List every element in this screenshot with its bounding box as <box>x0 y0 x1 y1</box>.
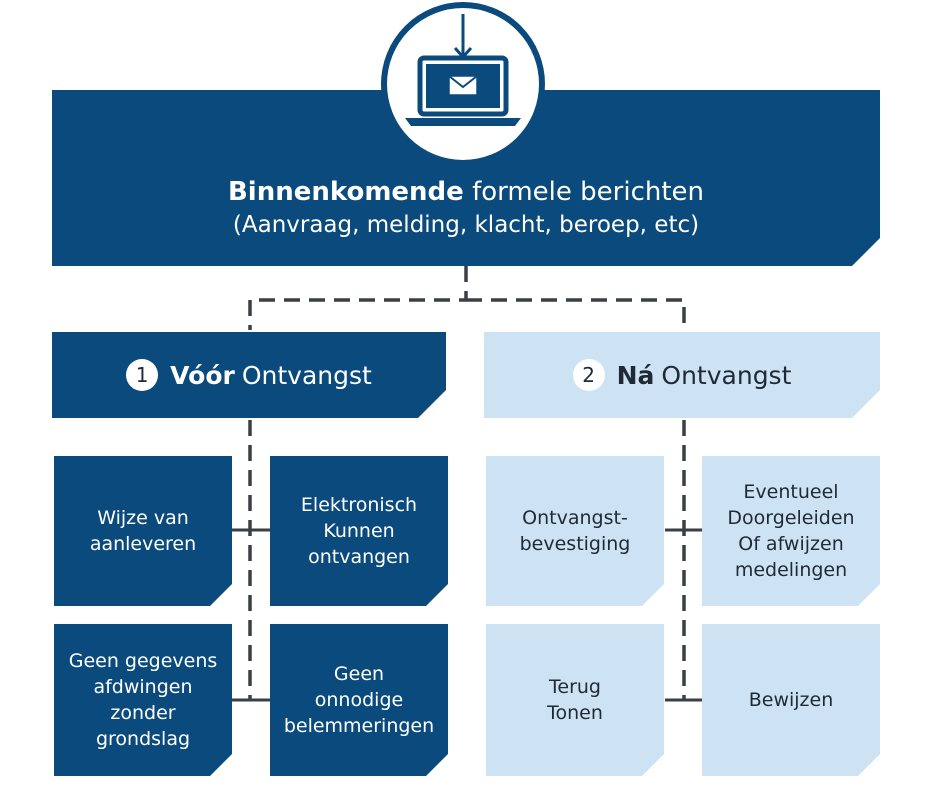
item-wijze-van-aanleveren: Wijze van aanleveren <box>54 456 232 606</box>
section-number: 1 <box>126 359 158 391</box>
item-ontvangstbevestiging: Ontvangst- bevestiging <box>486 456 664 606</box>
item-bewijzen: Bewijzen <box>702 624 880 776</box>
section-after-receipt: 2 Ná Ontvangst <box>484 332 880 418</box>
section-label: Ontvangst <box>661 360 792 390</box>
item-elektronisch-ontvangen: Elektronisch Kunnen ontvangen <box>270 456 448 606</box>
item-geen-onnodige-belemmeringen: Geen onnodige belemmeringen <box>270 624 448 776</box>
item-terug-tonen: Terug Tonen <box>486 624 664 776</box>
section-number: 2 <box>573 359 605 391</box>
section-before-receipt: 1 Vóór Ontvangst <box>52 332 446 418</box>
section-label: Ontvangst <box>241 360 372 390</box>
banner-title-bold: Binnenkomende <box>227 177 464 207</box>
item-doorgeleiden-afwijzen: Eventueel Doorgeleiden Of afwijzen medel… <box>702 456 880 606</box>
banner-subtitle: (Aanvraag, melding, klacht, beroep, etc) <box>232 212 700 238</box>
banner-title: Binnenkomende formele berichten <box>228 176 704 208</box>
section-label-bold: Vóór <box>170 360 235 390</box>
laptop-incoming-mail-icon <box>381 2 545 166</box>
incoming-messages-banner: Binnenkomende formele berichten (Aanvraa… <box>52 90 880 266</box>
connector-top <box>248 266 686 330</box>
section-label-bold: Ná <box>616 360 655 390</box>
banner-title-rest: formele berichten <box>472 177 705 207</box>
item-geen-gegevens-afdwingen: Geen gegevens afdwingen zonder grondslag <box>54 624 232 776</box>
